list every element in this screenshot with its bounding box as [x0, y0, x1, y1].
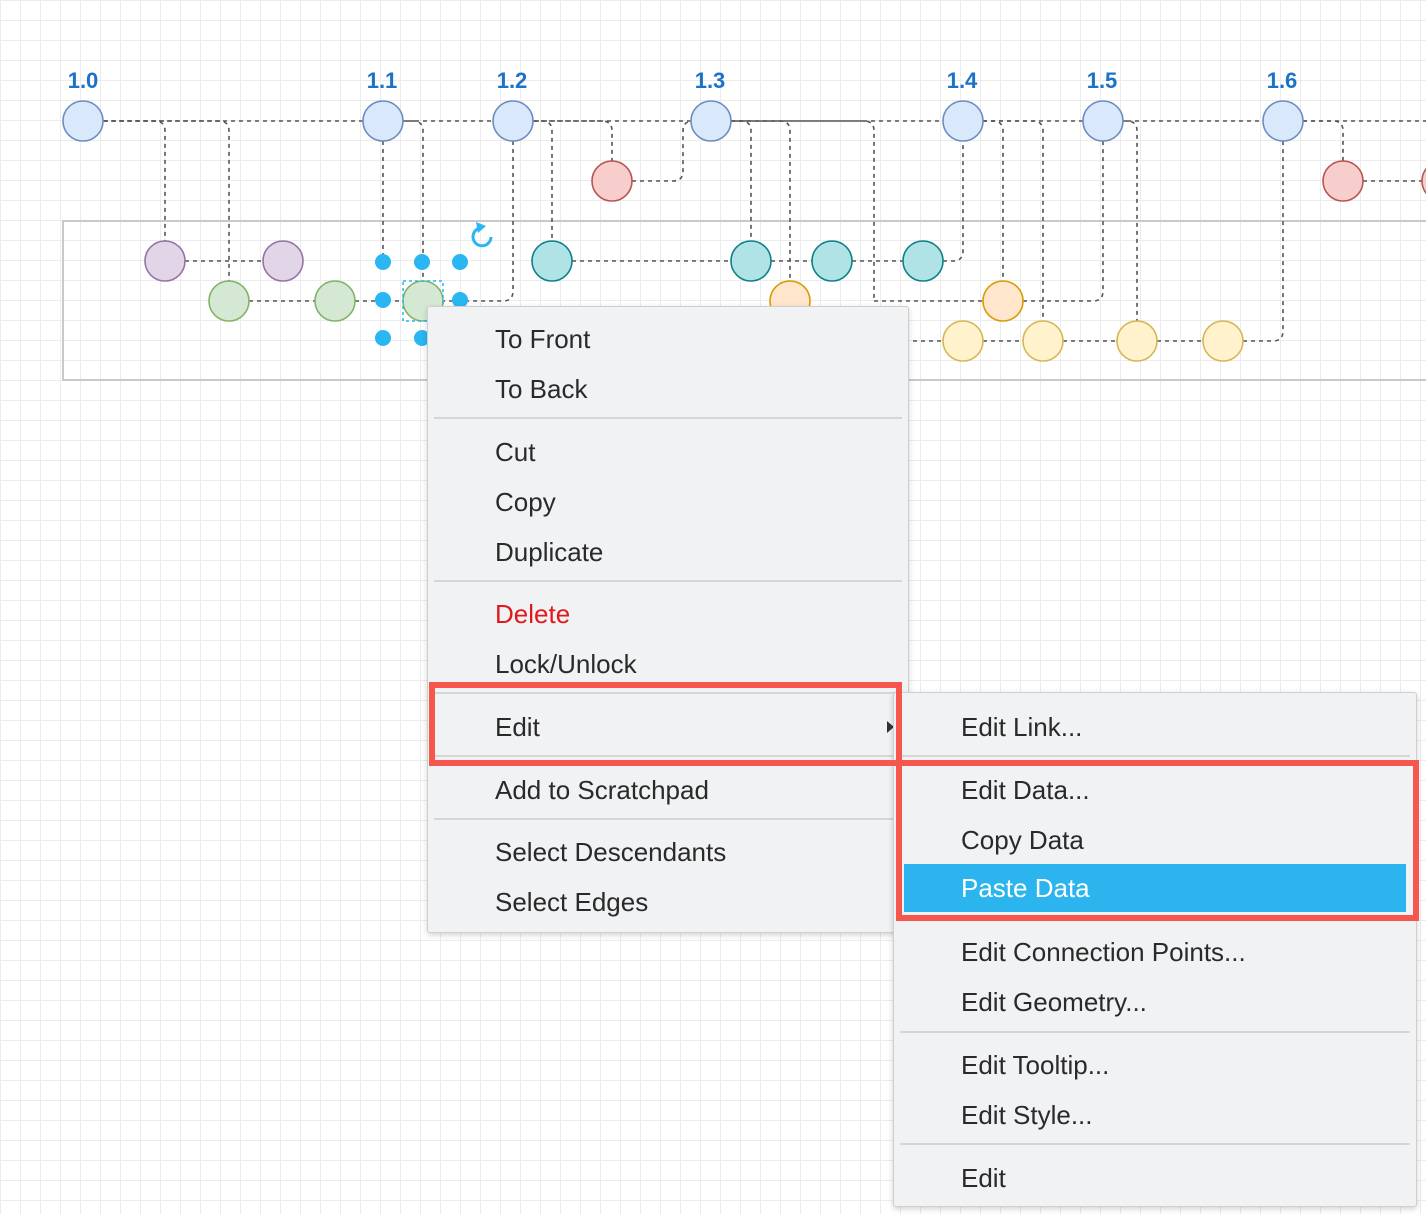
- menu-item-label: Edit Connection Points...: [961, 937, 1246, 967]
- version-label: 1.6: [1267, 68, 1298, 93]
- version-label: 1.1: [367, 68, 398, 93]
- feature-node[interactable]: [1116, 320, 1158, 362]
- menu-item-label: Lock/Unlock: [495, 649, 637, 679]
- version-node[interactable]: [362, 100, 404, 142]
- submenu-arrow-icon: [887, 721, 894, 733]
- menu-separator: [900, 1143, 1410, 1145]
- resize-handle[interactable]: [414, 330, 430, 346]
- menu-item-label: Copy: [495, 487, 556, 517]
- feature-node[interactable]: [208, 280, 250, 322]
- menu-item-label: Select Descendants: [495, 837, 727, 867]
- hotfix-node[interactable]: [1421, 161, 1426, 201]
- resize-handle[interactable]: [452, 292, 468, 308]
- menu-item-to-front[interactable]: To Front: [428, 315, 908, 363]
- menu-item-label: To Front: [495, 324, 591, 354]
- version-node[interactable]: [62, 100, 104, 142]
- resize-handle[interactable]: [414, 254, 430, 270]
- submenu-item-edit-style[interactable]: Edit Style...: [894, 1091, 1416, 1139]
- context-menu: To Front To Back Cut Copy Duplicate Dele…: [427, 306, 909, 933]
- menu-item-lock-unlock[interactable]: Lock/Unlock: [428, 640, 908, 688]
- submenu-item-edit-connection-points[interactable]: Edit Connection Points...: [894, 928, 1416, 976]
- menu-item-label: Edit: [961, 1163, 1006, 1193]
- selection-box: [402, 280, 444, 322]
- version-node[interactable]: [492, 100, 534, 142]
- menu-item-label: Cut: [495, 437, 536, 467]
- feature-node[interactable]: [1022, 320, 1064, 362]
- resize-handle[interactable]: [375, 254, 391, 270]
- version-label: 1.0: [68, 68, 99, 93]
- feature-node[interactable]: [811, 240, 853, 282]
- hotfix-node[interactable]: [1322, 160, 1364, 202]
- submenu-item-edit-link[interactable]: Edit Link...: [894, 703, 1416, 751]
- menu-item-delete[interactable]: Delete: [428, 590, 908, 638]
- version-node[interactable]: [1082, 100, 1124, 142]
- feature-node[interactable]: [262, 240, 304, 282]
- feature-node[interactable]: [982, 280, 1024, 322]
- menu-separator: [434, 818, 902, 820]
- menu-item-label: Edit Link...: [961, 712, 1083, 742]
- submenu-item-edit-geometry[interactable]: Edit Geometry...: [894, 978, 1416, 1026]
- submenu-item-edit-data[interactable]: Edit Data...: [894, 766, 1416, 814]
- menu-separator: [434, 580, 902, 582]
- submenu-item-paste-data[interactable]: Paste Data: [904, 864, 1406, 912]
- menu-item-label: Paste Data: [961, 873, 1090, 903]
- resize-handle[interactable]: [452, 254, 468, 270]
- version-node[interactable]: [1262, 100, 1304, 142]
- menu-separator: [434, 692, 902, 694]
- menu-separator: [900, 919, 1410, 921]
- version-node[interactable]: [942, 100, 984, 142]
- menu-item-select-edges[interactable]: Select Edges: [428, 878, 908, 926]
- feature-node[interactable]: [144, 240, 186, 282]
- menu-item-label: Select Edges: [495, 887, 649, 917]
- menu-separator: [434, 417, 902, 419]
- edit-submenu: Edit Link... Edit Data... Copy Data Past…: [893, 692, 1417, 1207]
- submenu-item-edit[interactable]: Edit: [894, 1154, 1416, 1202]
- version-label: 1.4: [947, 68, 978, 93]
- version-label: 1.2: [497, 68, 528, 93]
- version-label: 1.5: [1087, 68, 1118, 93]
- menu-item-label: Edit Style...: [961, 1100, 1093, 1130]
- feature-node[interactable]: [531, 240, 573, 282]
- menu-item-label: Edit Data...: [961, 775, 1090, 805]
- hotfix-node[interactable]: [591, 160, 633, 202]
- menu-item-label: Edit: [495, 712, 540, 742]
- menu-item-add-to-scratchpad[interactable]: Add to Scratchpad: [428, 766, 908, 814]
- feature-node[interactable]: [942, 320, 984, 362]
- version-node[interactable]: [690, 100, 732, 142]
- feature-node[interactable]: [314, 280, 356, 322]
- rotate-icon[interactable]: [471, 222, 493, 248]
- feature-node[interactable]: [902, 240, 944, 282]
- menu-item-label: Delete: [495, 599, 571, 629]
- version-label: 1.3: [695, 68, 726, 93]
- menu-item-label: Edit Geometry...: [961, 987, 1147, 1017]
- menu-item-label: Duplicate: [495, 537, 604, 567]
- menu-item-duplicate[interactable]: Duplicate: [428, 528, 908, 576]
- menu-item-to-back[interactable]: To Back: [428, 365, 908, 413]
- menu-item-label: Add to Scratchpad: [495, 775, 709, 805]
- menu-item-label: Copy Data: [961, 825, 1084, 855]
- menu-item-select-descendants[interactable]: Select Descendants: [428, 828, 908, 876]
- menu-item-edit[interactable]: Edit: [428, 703, 908, 751]
- menu-item-copy[interactable]: Copy: [428, 478, 908, 526]
- menu-separator: [434, 755, 902, 757]
- menu-item-label: To Back: [495, 374, 588, 404]
- submenu-item-edit-tooltip[interactable]: Edit Tooltip...: [894, 1041, 1416, 1089]
- menu-item-cut[interactable]: Cut: [428, 428, 908, 476]
- resize-handle[interactable]: [375, 330, 391, 346]
- menu-separator: [900, 1031, 1410, 1033]
- resize-handle[interactable]: [375, 292, 391, 308]
- menu-separator: [900, 755, 1410, 757]
- feature-node[interactable]: [730, 240, 772, 282]
- submenu-item-copy-data[interactable]: Copy Data: [894, 816, 1416, 864]
- menu-item-label: Edit Tooltip...: [961, 1050, 1110, 1080]
- feature-node[interactable]: [1202, 320, 1244, 362]
